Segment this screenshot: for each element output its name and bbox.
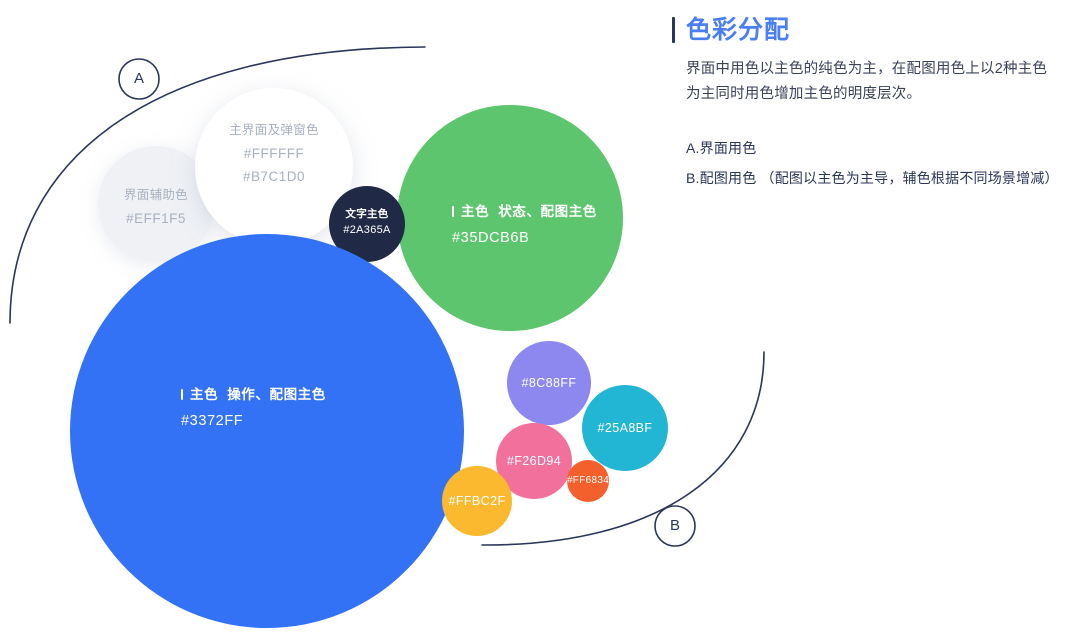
label-blue-primary: 主色操作、配图主色 #3372FF — [181, 382, 326, 434]
label-text-primary-hex: #2A365A — [343, 224, 391, 236]
label-blue-primary-hex: #3372FF — [181, 413, 244, 429]
legend-item-b: B.配图用色 （配图以主色为主导，辅色根据不同场景增减） — [686, 170, 1059, 186]
label-main-surface-name: 主界面及弹窗色 — [229, 123, 319, 137]
label-main-surface: 主界面及弹窗色 #FFFFFF #B7C1D0 — [199, 119, 349, 188]
label-main-surface-hex-1: #FFFFFF — [243, 146, 305, 161]
label-green-primary-role: 主色 — [461, 204, 490, 219]
swatch-circle-pink — [496, 423, 572, 499]
bracket-arc-b — [481, 351, 765, 546]
label-main-surface-hex-2: #B7C1D0 — [242, 169, 306, 184]
panel-legend-list: A.界面用色 B.配图用色 （配图以主色为主导，辅色根据不同场景增减） — [686, 133, 1072, 193]
panel-description: 界面中用色以主色的纯色为主，在配图用色上以2种主色为主同时用色增加主色的明度层次… — [686, 61, 1048, 102]
label-text-primary-name: 文字主色 — [345, 208, 389, 220]
label-yellow: #FFBC2F — [427, 492, 527, 510]
swatch-circle-yellow — [442, 466, 512, 536]
label-orange: #FF6834 — [548, 473, 628, 489]
label-blue-primary-usage: 操作、配图主色 — [227, 387, 326, 402]
info-panel: 色彩分配 界面中用色以主色的纯色为主，在配图用色上以2种主色为主同时用色增加主色… — [672, 16, 1072, 193]
bracket-arc-a — [9, 46, 426, 324]
label-blue-primary-role: 主色 — [190, 387, 219, 402]
marker-bubble-a — [118, 58, 160, 100]
label-cyan-hex: #25A8BF — [597, 421, 653, 435]
marker-bubble-b — [654, 505, 696, 547]
swatch-circle-main-surface — [195, 88, 353, 246]
label-purple-hex: #8C88FF — [521, 376, 577, 390]
swatch-circle-green-primary — [397, 105, 623, 331]
label-pink-hex: #F26D94 — [506, 454, 562, 468]
swatch-circle-orange — [567, 460, 609, 502]
swatch-circle-text-primary — [329, 186, 405, 262]
label-orange-hex: #FF6834 — [566, 475, 610, 486]
marker-label-b: B — [669, 517, 680, 534]
label-cyan: #25A8BF — [575, 419, 675, 437]
label-blue-primary-title: 主色操作、配图主色 — [181, 382, 326, 408]
label-purple: #8C88FF — [499, 374, 599, 392]
label-ui-assist: 界面辅助色 #EFF1F5 — [96, 184, 216, 230]
swatch-circle-cyan — [582, 385, 668, 471]
swatch-circle-purple — [507, 341, 591, 425]
title-accent-bar — [672, 17, 675, 43]
marker-label-a: A — [133, 70, 144, 87]
swatch-circle-blue-primary — [70, 234, 464, 628]
label-green-primary-hex: #35DCB6B — [452, 230, 530, 246]
swatch-circle-ui-assist — [98, 146, 214, 262]
label-yellow-hex: #FFBC2F — [448, 494, 506, 508]
label-ui-assist-name: 界面辅助色 — [123, 188, 188, 202]
label-green-primary-usage: 状态、配图主色 — [498, 204, 597, 219]
panel-title-row: 色彩分配 — [672, 16, 1072, 44]
page-title: 色彩分配 — [686, 16, 791, 44]
accent-tick-icon — [181, 389, 183, 400]
label-green-primary: 主色状态、配图主色 #35DCB6B — [452, 199, 597, 251]
label-text-primary: 文字主色 #2A365A — [327, 206, 407, 238]
label-green-primary-title: 主色状态、配图主色 — [452, 199, 597, 225]
label-pink: #F26D94 — [484, 452, 584, 470]
legend-item-a: A.界面用色 — [686, 140, 757, 156]
label-ui-assist-hex: #EFF1F5 — [126, 211, 186, 226]
accent-tick-icon — [452, 206, 454, 217]
